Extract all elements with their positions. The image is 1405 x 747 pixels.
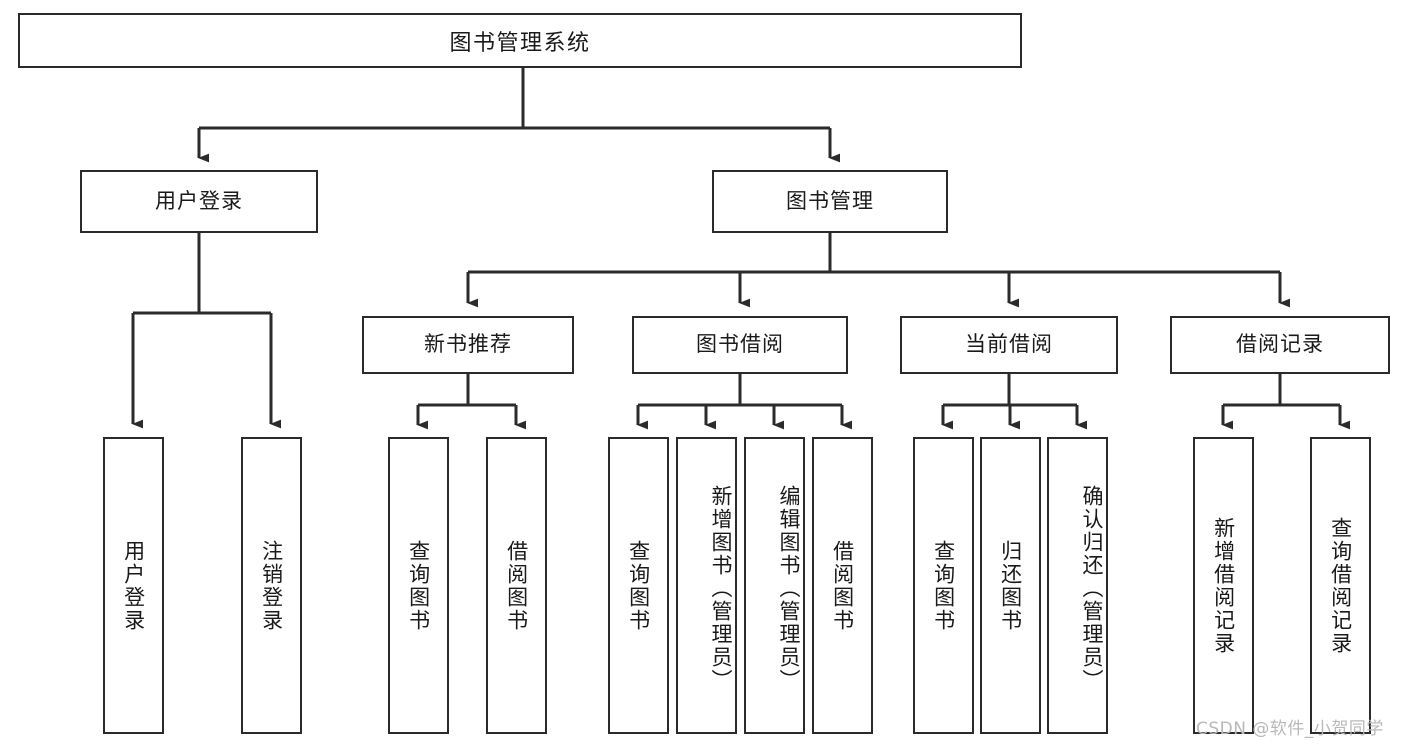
leaf-confirm-return-admin[interactable]: 确认归还（管理员） <box>1047 437 1108 734</box>
node-borrow-records[interactable]: 借阅记录 <box>1170 316 1390 374</box>
node-user-login[interactable]: 用户登录 <box>80 170 318 233</box>
leaf-add-borrow-record[interactable]: 新增借阅记录 <box>1193 437 1254 734</box>
leaf-add-book-admin[interactable]: 新增图书（管理员） <box>676 437 737 734</box>
leaf-query-book-borrow[interactable]: 查询图书 <box>608 437 669 734</box>
node-root-system[interactable]: 图书管理系统 <box>18 13 1022 68</box>
leaf-borrow-book[interactable]: 借阅图书 <box>812 437 873 734</box>
leaf-return-book[interactable]: 归还图书 <box>980 437 1041 734</box>
leaf-user-logout[interactable]: 注销登录 <box>241 437 302 734</box>
leaf-query-book-recommend[interactable]: 查询图书 <box>388 437 449 734</box>
node-book-management[interactable]: 图书管理 <box>712 170 948 233</box>
leaf-user-login[interactable]: 用户登录 <box>103 437 164 734</box>
leaf-query-borrow-record[interactable]: 查询借阅记录 <box>1310 437 1371 734</box>
leaf-query-book-current[interactable]: 查询图书 <box>913 437 974 734</box>
node-current-borrow[interactable]: 当前借阅 <box>900 316 1118 374</box>
leaf-borrow-book-recommend[interactable]: 借阅图书 <box>486 437 547 734</box>
leaf-edit-book-admin[interactable]: 编辑图书（管理员） <box>744 437 805 734</box>
node-book-borrow[interactable]: 图书借阅 <box>632 316 848 374</box>
watermark-text: CSDN @软件_小贺同学 <box>1196 719 1384 739</box>
node-new-book-recommend[interactable]: 新书推荐 <box>362 316 574 374</box>
